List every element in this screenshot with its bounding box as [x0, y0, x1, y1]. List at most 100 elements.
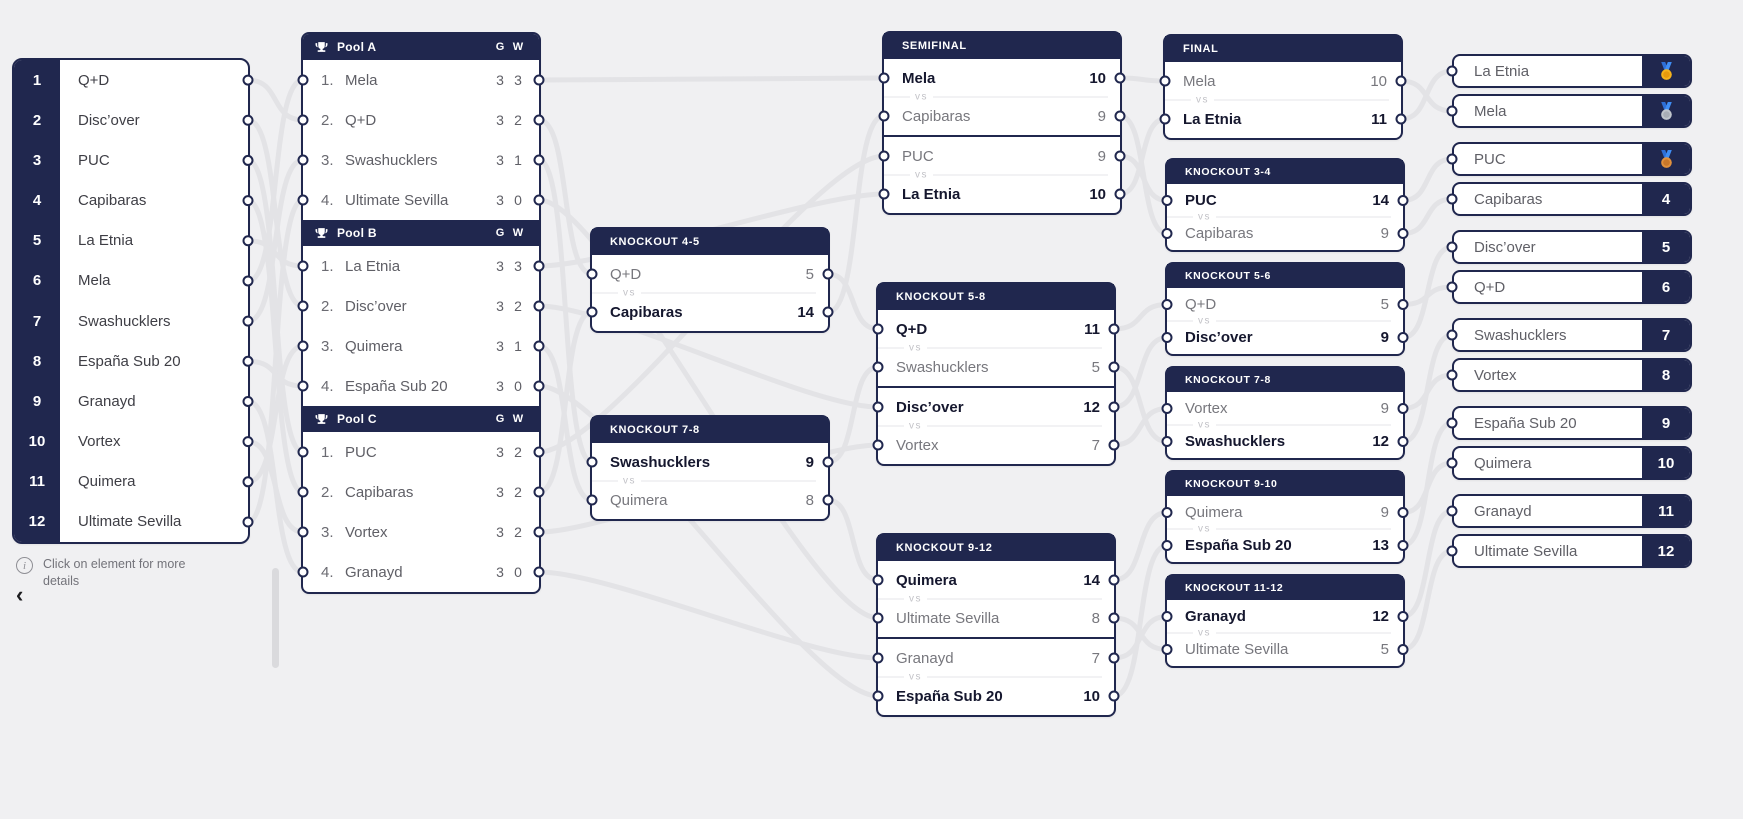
team-score: 14 — [1372, 192, 1389, 209]
standings-team-name: Disc’over — [1474, 238, 1536, 256]
seed-row[interactable]: 8 España Sub 20 — [14, 341, 248, 382]
standings-pill[interactable]: Disc’over 5 — [1452, 230, 1692, 264]
match-team-row[interactable]: Vortex 9 — [1167, 392, 1403, 425]
team-score: 13 — [1372, 537, 1389, 554]
match-team-row[interactable]: La Etnia 11 — [1165, 100, 1401, 138]
match-team-row[interactable]: Mela 10 — [884, 59, 1120, 97]
standings-pill[interactable]: Q+D 6 — [1452, 270, 1692, 304]
team-name: España Sub 20 — [896, 687, 1003, 705]
team-score: 9 — [1380, 400, 1389, 417]
pool-position: 4. — [321, 377, 334, 395]
match-team-row[interactable]: La Etnia 10 — [884, 175, 1120, 213]
seed-row[interactable]: 9 Granayd — [14, 381, 248, 422]
seed-row[interactable]: 2 Disc’over — [14, 100, 248, 141]
vs-label: vs — [909, 593, 922, 605]
pool-standing-row[interactable]: 2. Capibaras 3 2 — [303, 472, 539, 512]
match-team-row[interactable]: Quimera 9 — [1167, 496, 1403, 529]
seed-row[interactable]: 5 La Etnia — [14, 220, 248, 261]
seed-team-name: Q+D — [78, 71, 110, 89]
pool-standing-row[interactable]: 2. Disc’over 3 2 — [303, 286, 539, 326]
pool-standing-row[interactable]: 4. Granayd 3 0 — [303, 552, 539, 592]
standings-team-name: Ultimate Sevilla — [1474, 542, 1578, 560]
standings-pill[interactable]: Mela — [1452, 94, 1692, 128]
match-team-row[interactable]: Quimera 8 — [592, 481, 828, 519]
match-team-row[interactable]: Ultimate Sevilla 5 — [1167, 633, 1403, 666]
standings-pill[interactable]: Granayd 11 — [1452, 494, 1692, 528]
match-team-row[interactable]: Quimera 14 — [878, 561, 1114, 599]
match-team-row[interactable]: Capibaras 9 — [884, 97, 1120, 135]
team-name: Ultimate Sevilla — [1185, 641, 1289, 658]
seed-team-name: Vortex — [78, 433, 121, 451]
pool-header: Pool A G W — [303, 34, 539, 60]
pool-games-value: 3 — [496, 524, 504, 540]
match-team-row[interactable]: Disc’over 9 — [1167, 321, 1403, 354]
seed-number: 9 — [14, 381, 60, 422]
match-team-row[interactable]: Swashucklers 12 — [1167, 425, 1403, 458]
collapse-sidebar-button[interactable]: ‹ — [16, 582, 24, 607]
seed-row[interactable]: 7 Swashucklers — [14, 301, 248, 342]
pool-team-name: Quimera — [345, 337, 403, 355]
team-score: 12 — [1372, 433, 1389, 450]
standings-pill[interactable]: PUC — [1452, 142, 1692, 176]
pool-standing-row[interactable]: 1. La Etnia 3 3 — [303, 246, 539, 286]
seed-row[interactable]: 6 Mela — [14, 260, 248, 302]
standings-pill[interactable]: Quimera 10 — [1452, 446, 1692, 480]
match-team-row[interactable]: Ultimate Sevilla 8 — [878, 599, 1114, 637]
match-team-row[interactable]: Q+D 11 — [878, 310, 1114, 348]
seed-row[interactable]: 4 Capibaras — [14, 180, 248, 221]
match-team-row[interactable]: Q+D 5 — [1167, 288, 1403, 321]
match: Mela 10 vs Capibaras 9 — [884, 59, 1120, 135]
seed-row[interactable]: 3 PUC — [14, 140, 248, 181]
match-team-row[interactable]: Capibaras 14 — [592, 293, 828, 331]
match-team-row[interactable]: Q+D 5 — [592, 255, 828, 293]
standings-pill[interactable]: Capibaras 4 — [1452, 182, 1692, 216]
match-team-row[interactable]: Capibaras 9 — [1167, 217, 1403, 250]
pool-standing-row[interactable]: 3. Vortex 3 2 — [303, 512, 539, 552]
match-team-row[interactable]: España Sub 20 10 — [878, 677, 1114, 715]
seed-row[interactable]: 10 Vortex — [14, 421, 248, 462]
standings-pill[interactable]: España Sub 20 9 — [1452, 406, 1692, 440]
pool-team-name: La Etnia — [345, 257, 401, 275]
seed-row[interactable]: 12 Ultimate Sevilla — [14, 501, 248, 542]
standings-pill[interactable]: Ultimate Sevilla 12 — [1452, 534, 1692, 568]
pool-standing-row[interactable]: 4. Ultimate Sevilla 3 0 — [303, 180, 539, 220]
match-team-row[interactable]: PUC 14 — [1167, 184, 1403, 217]
seed-row[interactable]: 1 Q+D — [14, 60, 248, 101]
team-score: 9 — [1097, 147, 1106, 165]
standings-pill[interactable]: Vortex 8 — [1452, 358, 1692, 392]
seed-number: 10 — [14, 421, 60, 462]
seed-number: 3 — [14, 140, 60, 181]
pool-standing-row[interactable]: 3. Quimera 3 1 — [303, 326, 539, 366]
pool-position: 4. — [321, 191, 334, 209]
standings-pill[interactable]: La Etnia — [1452, 54, 1692, 88]
seed-row[interactable]: 11 Quimera — [14, 461, 248, 502]
standings-team-name: PUC — [1474, 150, 1506, 168]
team-score: 11 — [1084, 320, 1100, 338]
rank-badge: 7 — [1642, 320, 1690, 350]
pool-standing-row[interactable]: 1. Mela 3 3 — [303, 60, 539, 100]
match-team-row[interactable]: Swashucklers 9 — [592, 443, 828, 481]
pool-standing-row[interactable]: 3. Swashucklers 3 1 — [303, 140, 539, 180]
match-team-row[interactable]: Granayd 12 — [1167, 600, 1403, 633]
pool-standing-row[interactable]: 4. España Sub 20 3 0 — [303, 366, 539, 406]
match-team-row[interactable]: Mela 10 — [1165, 62, 1401, 100]
match-team-row[interactable]: Disc’over 12 — [878, 388, 1114, 426]
standings-pill[interactable]: Swashucklers 7 — [1452, 318, 1692, 352]
pool-column-headers: G W — [491, 413, 527, 425]
match-team-row[interactable]: Granayd 7 — [878, 639, 1114, 677]
match-team-row[interactable]: Swashucklers 5 — [878, 348, 1114, 386]
vs-divider: vs — [592, 476, 816, 487]
match-team-row[interactable]: Vortex 7 — [878, 426, 1114, 464]
standings-team-name: Granayd — [1474, 502, 1532, 520]
medal-icon — [1660, 61, 1672, 80]
match: Quimera 14 vs Ultimate Sevilla 8 — [878, 561, 1114, 637]
match-team-row[interactable]: PUC 9 — [884, 137, 1120, 175]
match-team-row[interactable]: España Sub 20 13 — [1167, 529, 1403, 562]
seed-team-name: España Sub 20 — [78, 352, 181, 370]
pool-col-games: G — [495, 41, 505, 53]
scrollbar-thumb[interactable] — [272, 568, 279, 668]
medal-icon — [1660, 149, 1672, 168]
pool-standing-row[interactable]: 2. Q+D 3 2 — [303, 100, 539, 140]
pool-standing-row[interactable]: 1. PUC 3 2 — [303, 432, 539, 472]
vs-line — [927, 425, 1102, 427]
